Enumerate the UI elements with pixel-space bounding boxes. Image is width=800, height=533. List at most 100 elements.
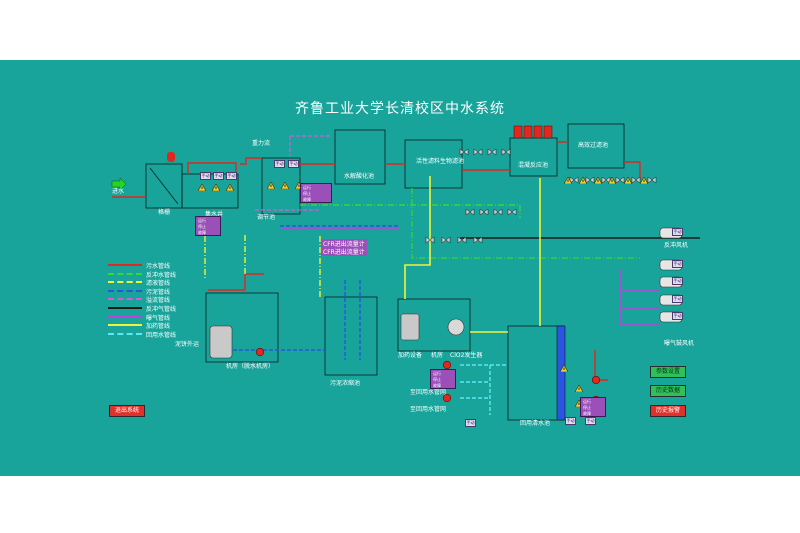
warning-icon	[560, 365, 568, 372]
legend-swatch	[108, 264, 142, 266]
valve-icon	[441, 236, 451, 244]
label-dewater-room: 机房（脱水机房）	[226, 363, 275, 370]
status-cell: 停止	[303, 191, 311, 196]
legend-swatch	[108, 298, 142, 301]
manual-mode-tag[interactable]: 手动	[465, 419, 476, 427]
pump-icon	[255, 347, 265, 357]
param-set-button[interactable]: 参数设置	[650, 366, 686, 378]
valve-icon	[501, 148, 511, 156]
label-gravity-flow: 重力流	[252, 140, 271, 147]
label-hydrolysis-tank: 水解酸化池	[344, 173, 375, 180]
warning-icon	[212, 184, 220, 191]
legend-item: 滤液管线	[108, 278, 188, 287]
status-panel: 运行停止故障	[430, 369, 456, 389]
label-aeration-fan: 曝气鼓风机	[664, 340, 695, 347]
label-sludge-out: 泥饼外运	[175, 341, 200, 348]
legend-swatch	[108, 315, 142, 318]
manual-mode-tag[interactable]: 手动	[274, 160, 285, 168]
backwash-line-2	[411, 188, 640, 259]
well-pipe	[187, 162, 237, 174]
manual-mode-tag[interactable]: 手动	[672, 260, 683, 268]
manual-mode-tag[interactable]: 手动	[565, 417, 576, 425]
aeration-line-2	[619, 270, 660, 326]
label-reuse-tank: 回用清水池	[520, 420, 551, 427]
sludge-return	[208, 273, 264, 291]
backwash-line	[300, 204, 521, 218]
legend-item: 回用水管线	[108, 330, 188, 339]
manual-mode-tag[interactable]: 手动	[288, 160, 299, 168]
status-cell: 停止	[583, 405, 591, 410]
pump-icon	[591, 375, 601, 385]
warning-icon	[267, 182, 275, 189]
valve-icon	[465, 208, 475, 216]
dosing-column-icon	[533, 125, 543, 139]
warning-icon	[608, 177, 616, 184]
reuse-pump-line	[594, 350, 608, 381]
label-bio-filter: 活性滤料生物滤池	[416, 158, 465, 165]
label-grille: 格栅	[158, 209, 171, 216]
legend-item: 污泥管线	[108, 287, 188, 296]
reuse-tank	[507, 325, 565, 421]
grille-slant	[149, 167, 179, 205]
dosing-column-icon	[523, 125, 533, 139]
warning-icon	[575, 385, 583, 392]
manual-mode-tag[interactable]: 手动	[672, 312, 683, 320]
valve-icon	[493, 208, 503, 216]
status-panel: 运行停止故障	[580, 397, 606, 417]
manual-mode-tag[interactable]: 手动	[672, 228, 683, 236]
label-efficient-filter: 高效过滤池	[578, 142, 609, 149]
legend-label: 污泥管线	[146, 288, 171, 296]
reuse-level-bar	[556, 325, 566, 421]
valve-icon	[473, 148, 483, 156]
warning-icon	[198, 184, 206, 191]
label-to-pipe-net-1: 至回用水管网	[410, 389, 447, 396]
manual-mode-tag[interactable]: 手动	[226, 172, 237, 180]
history-alarm-button[interactable]: 历史报警	[650, 405, 686, 417]
dosing-column-icon	[543, 125, 553, 139]
legend-swatch	[108, 289, 142, 292]
clo2-room	[397, 298, 471, 352]
legend-label: 回用水管线	[146, 331, 177, 339]
status-cell: 故障	[583, 411, 591, 416]
hydrolysis-tank	[334, 129, 386, 185]
flow-reading-2: CFR进出流量计	[321, 247, 367, 256]
efficient-filter-tank	[567, 123, 625, 169]
manual-mode-tag[interactable]: 手动	[585, 417, 596, 425]
valve-icon	[425, 236, 435, 244]
dewater-room	[205, 292, 279, 363]
warning-icon	[226, 184, 234, 191]
status-cell: 运行	[433, 371, 441, 376]
valve-icon	[459, 148, 469, 156]
valve-icon	[631, 176, 641, 184]
label-machine-room-clo2: 机房	[431, 352, 444, 359]
manual-mode-tag[interactable]: 手动	[200, 172, 211, 180]
dosing-line	[404, 176, 431, 299]
valve-icon	[473, 236, 483, 244]
manual-mode-tag[interactable]: 手动	[213, 172, 224, 180]
scada-screen: 齐鲁工业大学长清校区中水系统 进水 格栅 集水井 重力流 调节池 水解酸化池 活…	[0, 60, 800, 476]
gravity-pipe	[240, 157, 262, 165]
warning-icon	[594, 177, 602, 184]
label-coag-tank: 混凝反应池	[518, 162, 549, 169]
sludge-tank	[324, 296, 378, 376]
exit-system-button[interactable]: 退出系统	[109, 405, 145, 417]
label-dosing-device: 加药设备	[398, 352, 423, 359]
pump-icon	[442, 360, 452, 370]
label-inlet: 进水	[112, 188, 125, 195]
valve-icon	[601, 176, 611, 184]
legend-swatch	[108, 332, 142, 335]
legend-item: 加药管线	[108, 321, 188, 330]
filter-out	[624, 161, 641, 180]
warning-icon	[281, 182, 289, 189]
warning-icon	[640, 177, 648, 184]
valve-icon	[457, 236, 467, 244]
dosing-tank-icon	[400, 313, 420, 341]
status-cell: 停止	[433, 377, 441, 382]
history-data-button[interactable]: 历史数据	[650, 385, 686, 397]
manual-mode-tag[interactable]: 手动	[672, 295, 683, 303]
status-cell: 运行	[583, 399, 591, 404]
manual-mode-tag[interactable]: 手动	[672, 277, 683, 285]
valve-icon	[479, 208, 489, 216]
dewater-tank-icon	[209, 325, 233, 359]
legend-item: 污水管线	[108, 261, 188, 270]
